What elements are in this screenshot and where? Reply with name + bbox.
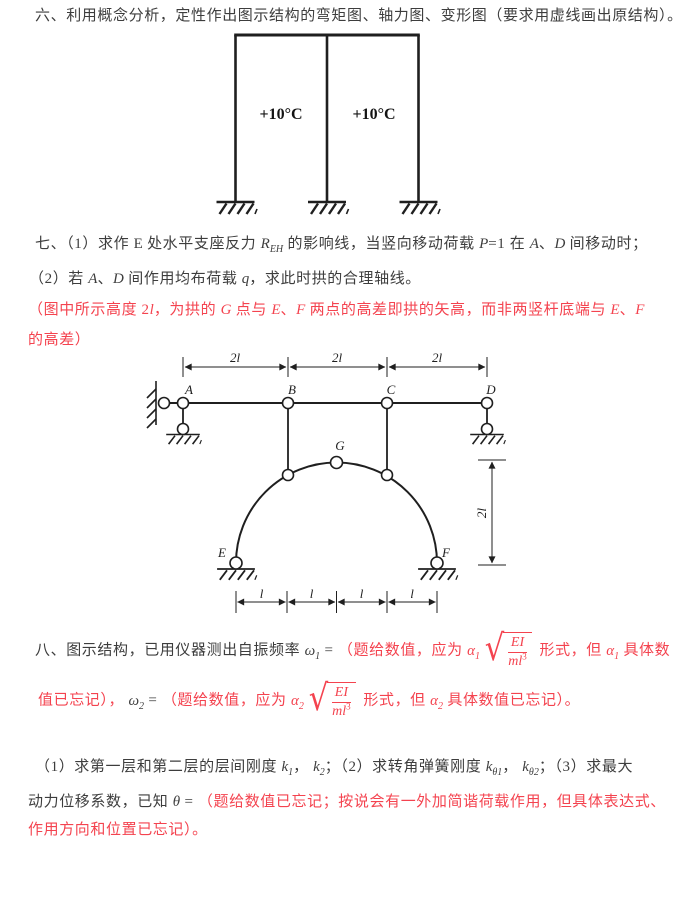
temperature-label-left: +10°C xyxy=(259,106,302,123)
structure-members xyxy=(163,402,488,564)
label-node-b: B xyxy=(288,382,296,397)
top-dimension xyxy=(182,357,488,377)
problem7-line1: 七、（1）求作 E 处水平支座反力 REH 的影响线，当竖向移动荷载 P=1 在… xyxy=(35,236,648,255)
arch-structure-diagram: 2l 2l 2l xyxy=(146,350,507,613)
dim-bottom-2: l xyxy=(310,586,314,601)
label-node-g: G xyxy=(335,438,345,453)
problem6-title: 六、利用概念分析，定性作出图示结构的弯矩图、轴力图、变形图（要求用虚线画出原结构… xyxy=(35,8,673,24)
label-node-f: F xyxy=(441,545,451,560)
dim-right: 2l xyxy=(474,508,489,519)
problem7-note-line1: （图中所示高度 2l，为拱的 G 点与 E、F 两点的高差即拱的矢高，而非两竖杆… xyxy=(28,302,645,318)
bottom-dimension xyxy=(235,591,438,613)
dim-bottom-3: l xyxy=(360,586,364,601)
dim-top-2: 2l xyxy=(332,350,343,365)
wall-support xyxy=(146,381,157,429)
frame-fixed-supports xyxy=(215,200,442,216)
dim-bottom-1: l xyxy=(260,586,264,601)
hinges xyxy=(157,396,494,570)
problem8-line3: （1）求第一层和第二层的层间刚度 k1， k2；（2）求转角弹簧刚度 kθ1， … xyxy=(35,759,634,778)
problem8-line4: 动力位移系数，已知 θ = （题给数值已忘记；按说会有一外加简谐荷载作用，但具体… xyxy=(28,794,666,810)
dim-top-1: 2l xyxy=(230,350,241,365)
dim-top-3: 2l xyxy=(432,350,443,365)
right-dimension xyxy=(478,459,506,566)
problem7-line2: （2）若 A、D 间作用均布荷载 q，求此时拱的合理轴线。 xyxy=(29,271,421,287)
label-node-a: A xyxy=(184,382,193,397)
label-node-d: D xyxy=(485,382,496,397)
temperature-label-right: +10°C xyxy=(352,106,395,123)
dim-bottom-4: l xyxy=(410,586,414,601)
label-node-e: E xyxy=(217,545,226,560)
frame-members xyxy=(234,33,420,201)
problem8-line5: 作用方向和位置已忘记）。 xyxy=(28,822,208,838)
problem7-note-line2: 的高差） xyxy=(28,332,91,348)
frame-diagram: +10°C +10°C xyxy=(215,33,442,216)
label-node-c: C xyxy=(387,382,396,397)
